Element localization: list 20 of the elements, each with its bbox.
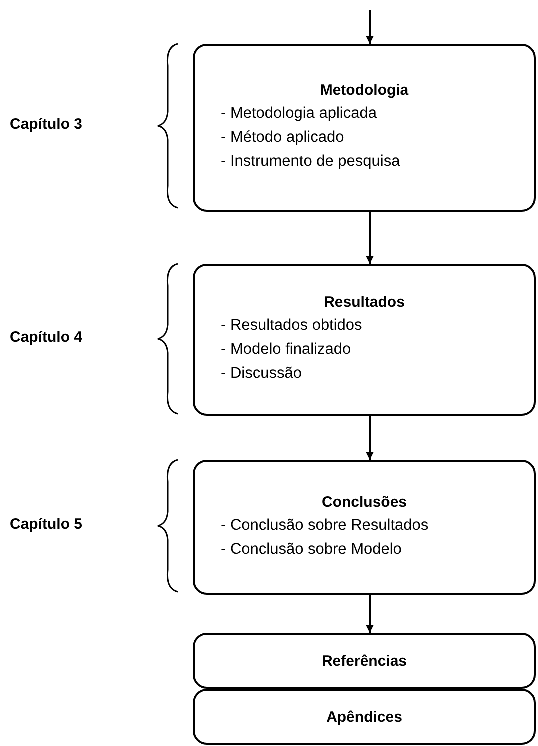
section-title: Conclusões <box>320 494 408 510</box>
chapter-label: Capítulo 5 <box>10 516 83 533</box>
list-item: - Conclusão sobre Modelo <box>221 540 403 560</box>
chapter-label: Capítulo 4 <box>10 329 83 346</box>
section-title: Apêndices <box>326 708 404 726</box>
list-item: - Metodologia aplicada <box>221 104 378 124</box>
arrow <box>366 595 374 633</box>
section-title: Metodologia <box>319 82 410 99</box>
list-item: - Resultados obtidos <box>221 316 364 336</box>
list-item: - Modelo finalizado <box>221 340 352 360</box>
arrow <box>366 212 374 264</box>
list-item: - Instrumento de pesquisa <box>221 152 402 172</box>
list-item: - Discussão <box>221 364 303 384</box>
arrow <box>366 10 374 44</box>
list-item: - Conclusão sobre Resultados <box>221 516 430 536</box>
arrow <box>366 416 374 460</box>
section-title: Resultados <box>323 294 406 311</box>
chapter-label: Capítulo 3 <box>10 116 83 133</box>
list-item: - Método aplicado <box>221 128 346 148</box>
section-title: Referências <box>320 652 408 670</box>
